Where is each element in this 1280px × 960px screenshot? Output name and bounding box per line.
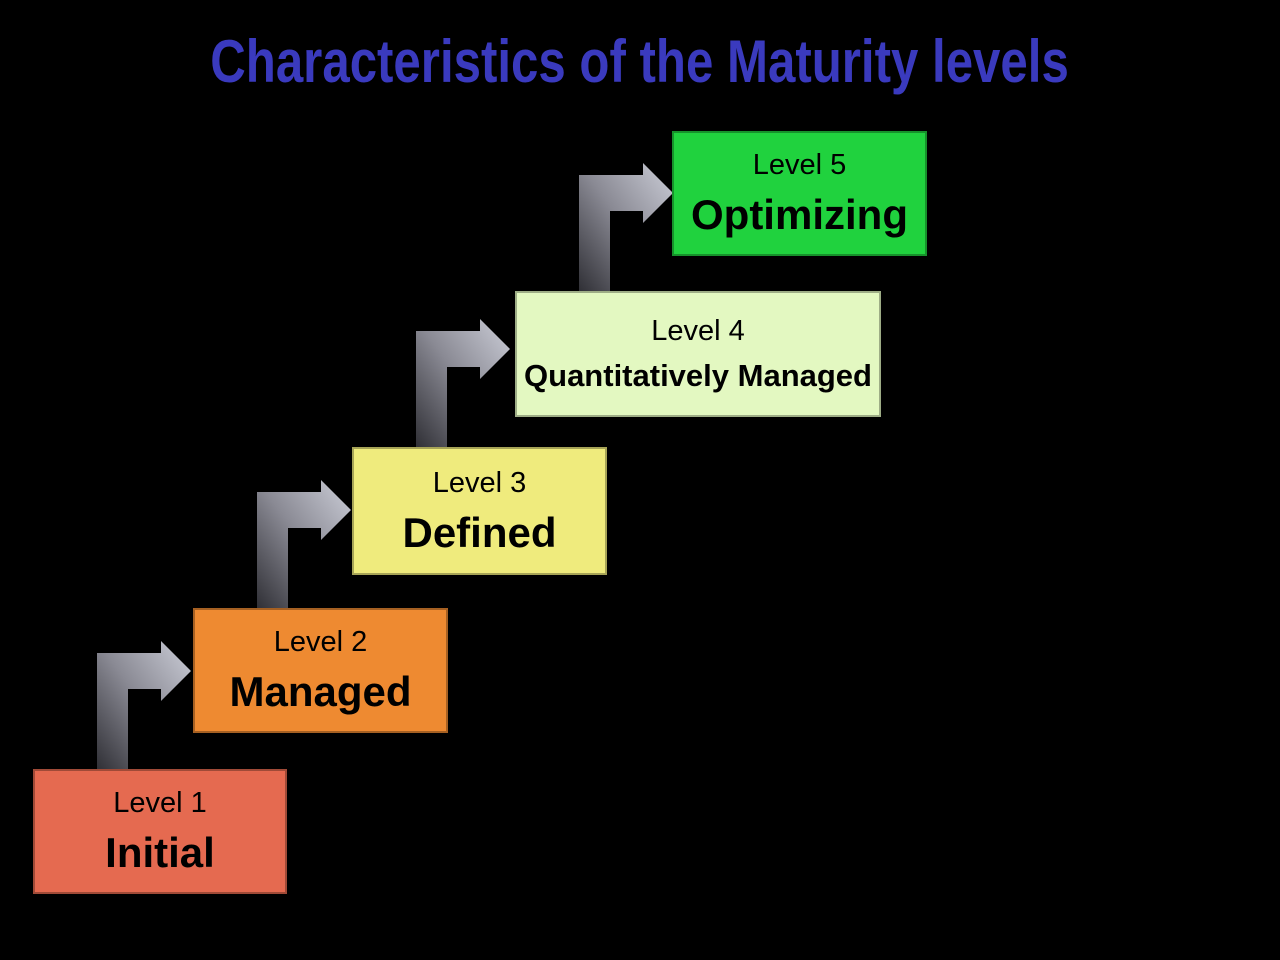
level-3-box: Level 3 Defined: [352, 447, 607, 575]
level-5-box: Level 5 Optimizing: [672, 131, 927, 256]
level-2-label: Level 2: [273, 626, 368, 658]
level-1-label: Level 1: [113, 787, 207, 819]
level-2-box: Level 2 Managed: [193, 608, 448, 733]
level-5-label: Level 5: [752, 149, 847, 181]
level-4-name: Quantitatively Managed: [524, 358, 872, 393]
level-5-name: Optimizing: [691, 191, 908, 238]
level-2-name: Managed: [229, 668, 412, 715]
step-up-arrow-2-icon: [257, 480, 351, 608]
page-title: Characteristics of the Maturity levels: [0, 30, 1280, 94]
step-up-arrow-4-icon: [579, 163, 673, 291]
level-3-label: Level 3: [432, 466, 527, 499]
step-up-arrow-1-icon: [97, 641, 191, 769]
level-1-box: Level 1 Initial: [33, 769, 287, 894]
step-up-arrow-3-icon: [416, 319, 510, 447]
level-3-name: Defined: [402, 508, 557, 556]
level-4-label: Level 4: [651, 315, 745, 347]
level-4-box: Level 4 Quantitatively Managed: [515, 291, 881, 417]
page-title-text: Characteristics of the Maturity levels: [210, 28, 1070, 95]
level-1-name: Initial: [105, 829, 215, 876]
